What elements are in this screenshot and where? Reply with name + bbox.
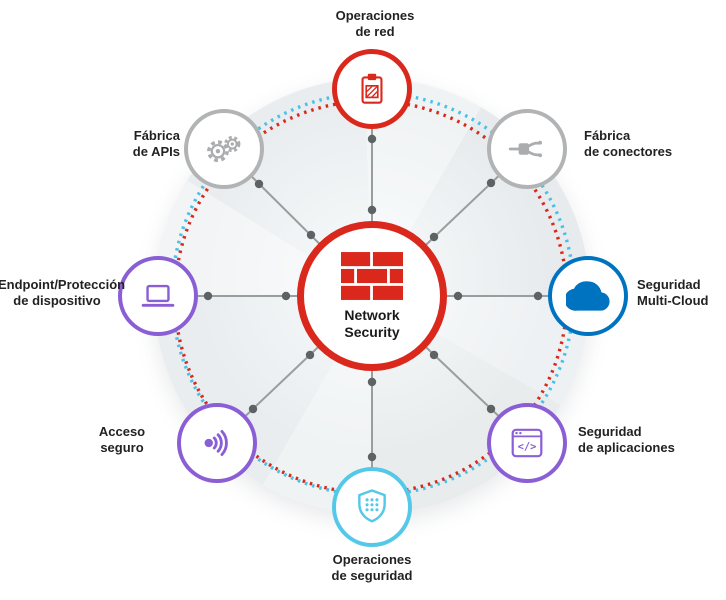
label-operaciones-de-seguridad: Operaciones de seguridad [331,552,413,583]
shield-dots-icon [358,489,386,523]
label-acceso-seguro: Acceso seguro [98,424,146,455]
cloud-icon [566,281,610,311]
clipboard-report-icon [361,73,383,104]
hub-label: Network Security [344,306,400,340]
node-fabrica-de-apis [184,109,264,189]
node-seguridad-de-aplicaciones: </> [487,403,567,483]
laptop-icon [141,284,175,307]
label-operaciones-de-red: Operaciones de red [335,8,415,39]
svg-text:</>: </> [518,441,537,453]
label-endpoint-proteccion: Endpoint/Protección de dispositivo [0,277,126,308]
node-fabrica-de-conectores [487,109,567,189]
node-endpoint-proteccion [118,256,198,336]
app-window-code-icon: </> [511,428,543,458]
label-seguridad-de-aplicaciones: Seguridad de aplicaciones [578,424,675,455]
label-fabrica-de-apis: Fábrica de APIs [132,128,180,159]
connector-icon [508,140,543,158]
gears-icon [207,135,241,163]
node-seguridad-multi-cloud [548,256,628,336]
label-fabrica-de-conectores: Fábrica de conectores [584,128,673,159]
node-operaciones-de-seguridad [332,467,412,547]
label-seguridad-multi-cloud: Seguridad Multi-Cloud [637,277,709,308]
connector-dots [203,134,543,462]
signal-icon [204,430,228,456]
node-operaciones-de-red [332,49,412,129]
hub-network-security: Network Security [297,221,447,371]
node-acceso-seguro [177,403,257,483]
brick-wall-icon [341,251,403,300]
